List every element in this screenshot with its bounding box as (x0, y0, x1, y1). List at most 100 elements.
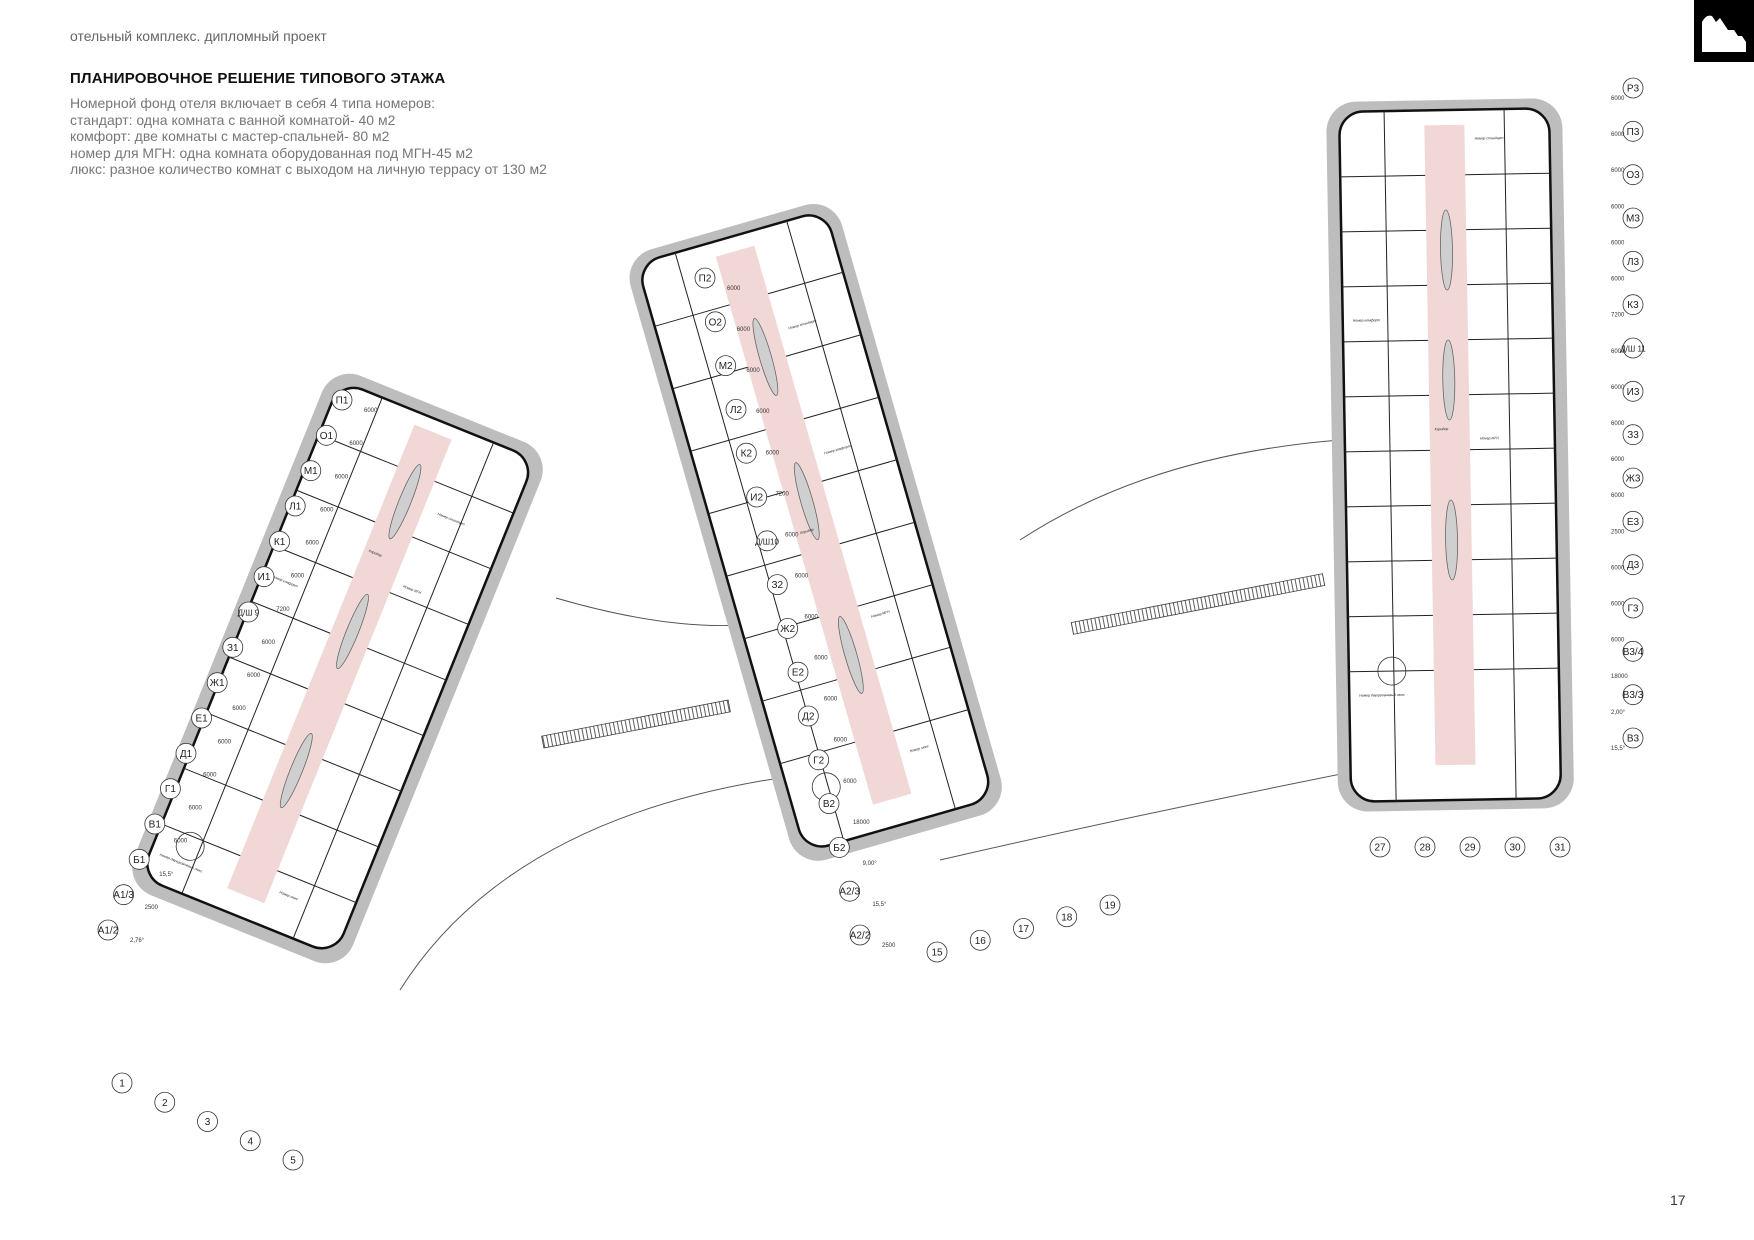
axis-label: Д/Ш10 (755, 537, 779, 546)
axis-label: И1 (258, 572, 271, 583)
axis-bubble: А1/2 (97, 919, 119, 941)
dimension-label: 6000 (1611, 493, 1625, 499)
axis-bubble: 30 (1504, 836, 1526, 858)
axis-label: Л2 (730, 405, 743, 416)
dimension-label: 6000 (349, 441, 363, 447)
description-line: номер для МГН: одна комната оборудованна… (70, 144, 473, 161)
axis-label: Д2 (802, 712, 815, 723)
dimension-label: 18000 (853, 820, 870, 826)
axis-bubble: 16 (969, 929, 991, 951)
axis-bubble: Б2 (828, 837, 850, 858)
axis-bubble: 18 (1056, 906, 1078, 928)
axis-bubble: 15 (926, 941, 948, 963)
axis-label: З3 (1627, 430, 1639, 441)
dimension-label: 6000 (1611, 132, 1625, 138)
dimension-label: 15,5° (872, 902, 887, 908)
axis-bubble: В2 (818, 793, 840, 814)
axis-label: В2 (823, 799, 836, 810)
axis-bubble: 5 (282, 1149, 304, 1171)
axis-label: Л3 (1627, 257, 1640, 268)
dimension-label: 7200 (1611, 313, 1625, 319)
dimension-label: 6000 (291, 574, 305, 580)
dimension-label: 6000 (1611, 168, 1625, 174)
axis-label: 4 (247, 1136, 253, 1147)
dimension-label: 6000 (1611, 240, 1625, 246)
dimension-label: 6000 (1611, 421, 1625, 427)
room-label: Номер люкс (279, 890, 299, 901)
axis-bubble: 1 (111, 1072, 133, 1094)
dimension-label: 6000 (1611, 349, 1625, 355)
axis-bubble: 17 (1013, 918, 1034, 939)
axis-bubble: М1 (300, 460, 322, 482)
axis-bubble: Д/Ш 11 (1620, 337, 1646, 359)
dimension-label: 15,5° (159, 872, 174, 878)
room-label: Номер комфорт (824, 444, 852, 455)
axis-label: И3 (1627, 387, 1640, 398)
axis-label: 29 (1464, 843, 1476, 854)
dimension-label: 6000 (1611, 385, 1625, 391)
room-label: Номер стандарт (788, 319, 817, 331)
axis-bubble: В1 (144, 813, 166, 835)
axis-bubble: Д1 (175, 742, 197, 764)
room-label: Номер комфорт (1353, 318, 1381, 322)
axis-label: 1 (119, 1079, 125, 1090)
axis-bubble: М3 (1622, 207, 1644, 229)
room-label: Номер люкс (909, 744, 929, 753)
axis-label: К2 (741, 449, 753, 460)
axis-bubble: Л1 (284, 495, 306, 517)
axis-bubble: 28 (1414, 836, 1436, 858)
axis-bubble: П1 (331, 389, 353, 411)
logo-mark-icon (1702, 15, 1746, 53)
axis-bubble: О3 (1622, 164, 1644, 186)
page-title: ПЛАНИРОВОЧНОЕ РЕШЕНИЕ ТИПОВОГО ЭТАЖА (70, 70, 446, 87)
axis-label: Р3 (1627, 84, 1640, 95)
axis-label: К1 (274, 537, 286, 548)
axis-bubble: А2/3 (839, 880, 860, 902)
project-subtitle: отельный комплекс. дипломный проект (70, 28, 327, 44)
axis-bubble: А2/2 (849, 924, 871, 946)
axis-label: Ж1 (210, 678, 225, 689)
dimension-label: 6000 (364, 408, 378, 414)
axis-bubble: К2 (735, 442, 757, 464)
dimension-label: 6000 (262, 640, 276, 646)
room-label: Номер МГН (402, 584, 422, 595)
axis-label: К3 (1627, 300, 1639, 311)
axis-label: И2 (750, 493, 763, 504)
dimension-label: 6000 (805, 615, 819, 621)
axis-label: О3 (1626, 170, 1640, 181)
axis-label: З1 (227, 643, 239, 654)
axis-label: 5 (290, 1156, 296, 1167)
axis-label: А1/3 (113, 890, 134, 901)
axis-bubble: 2 (154, 1091, 176, 1113)
axis-bubble: К3 (1622, 294, 1644, 316)
axis-label: В3/3 (1623, 690, 1644, 701)
axis-bubble: Ж2 (777, 618, 799, 639)
axis-label: В3 (1627, 734, 1640, 745)
dimension-label: 6000 (1611, 457, 1625, 463)
axis-label: Д1 (180, 749, 193, 760)
dimension-label: 6000 (814, 656, 828, 662)
axis-bubble: 27 (1369, 836, 1391, 858)
axis-label: Е2 (792, 668, 805, 679)
axis-label: А2/3 (839, 887, 860, 898)
dimension-label: 6000 (306, 541, 320, 547)
axis-label: М3 (1626, 214, 1640, 225)
axis-label: 2 (162, 1098, 168, 1109)
axis-bubble: З2 (766, 574, 788, 595)
axis-bubble: В3/4 (1622, 640, 1644, 662)
axis-label: Г1 (165, 784, 176, 795)
dimension-label: 6000 (174, 839, 188, 845)
axis-bubble: Е3 (1622, 510, 1644, 532)
axis-label: 3 (205, 1117, 211, 1128)
axis-label: Л1 (289, 502, 302, 513)
axis-bubble: М2 (715, 355, 737, 377)
axis-label: 19 (1104, 901, 1116, 912)
axis-bubble: Ж1 (206, 672, 228, 694)
room-label: Номер МГН (871, 610, 891, 619)
dimension-label: 2500 (145, 905, 159, 911)
logo (1694, 0, 1754, 62)
dimension-label: 6000 (189, 806, 203, 812)
room-label: Коридор (800, 527, 814, 535)
axis-bubble: Д/Ш10 (755, 530, 779, 552)
